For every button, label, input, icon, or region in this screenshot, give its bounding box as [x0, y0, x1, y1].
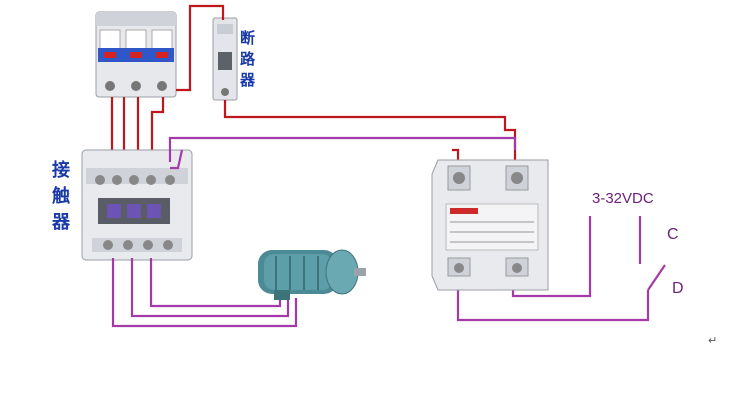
purple-motor-a [111, 258, 298, 328]
terminal-d-label: D [672, 280, 684, 297]
voltage-label: 3-32VDC [592, 190, 654, 207]
purple-control-loop [456, 274, 650, 322]
purple-wires [111, 136, 666, 328]
red-phase-d [150, 97, 165, 178]
single-pole-breaker [212, 17, 238, 101]
motor [258, 249, 366, 300]
terminal-c-label: C [667, 226, 679, 243]
contactor-label: 接触器 [52, 160, 70, 233]
red-breaker-link [176, 20, 192, 92]
purple-motor-b [130, 258, 290, 318]
purple-motor-c [149, 258, 282, 308]
red-ssr-feed [223, 100, 517, 170]
breaker-label: 断路器 [240, 29, 256, 89]
red-feed-wire [188, 4, 225, 20]
contactor [81, 149, 193, 261]
three-pole-breaker [95, 11, 177, 98]
return-mark: ↵ [708, 334, 718, 347]
purple-coil-wire [168, 136, 517, 162]
solid-state-relay [431, 159, 549, 291]
purple-coil-tab [170, 149, 184, 170]
purple-switch-blade [647, 264, 666, 291]
